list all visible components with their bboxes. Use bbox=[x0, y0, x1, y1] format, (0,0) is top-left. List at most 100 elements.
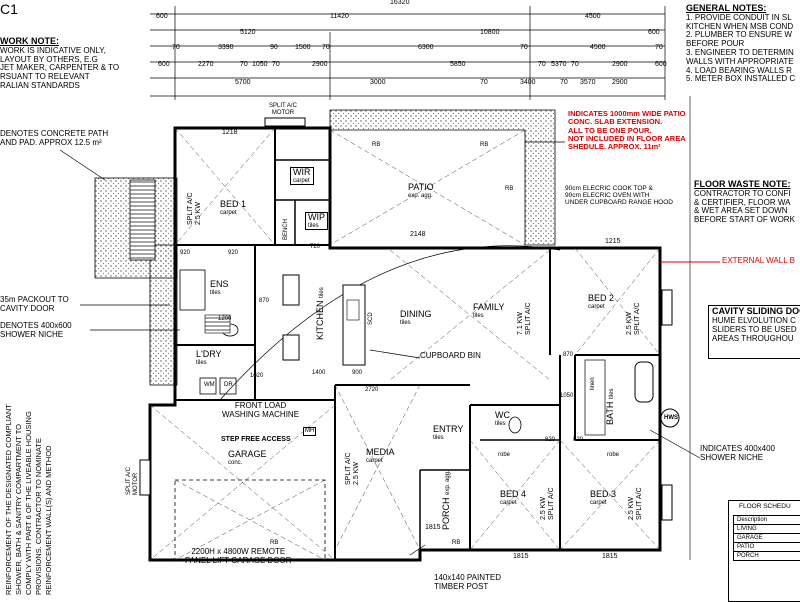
general-note-line: 5. METER BOX INSTALLED C bbox=[686, 75, 795, 84]
dim-misc-4: 870 bbox=[259, 298, 269, 305]
robe-label: robe bbox=[607, 452, 619, 459]
dim-misc-26: 2720 bbox=[365, 387, 378, 394]
dim-misc-5: 1200 bbox=[218, 316, 231, 323]
cavity-line: SLIDERS TO BE USED bbox=[709, 325, 800, 334]
dim-row3-8: 70 bbox=[655, 44, 663, 52]
timber-post-note: 140x140 PAINTED TIMBER POST bbox=[434, 574, 501, 592]
rb-label: RB bbox=[452, 540, 460, 547]
dim-row5-1: 3000 bbox=[370, 79, 386, 87]
floor-waste-note: FLOOR WASTE NOTE: CONTRACTOR TO CONFI & … bbox=[694, 180, 795, 225]
cook-note-line: 90cm ELECRIC COOK TOP & bbox=[565, 185, 673, 192]
external-wall-note: EXTERNAL WALL B bbox=[722, 257, 795, 266]
dim-row4-8: 5370 bbox=[551, 61, 567, 69]
room-porch: PORCH exp. agg. bbox=[442, 470, 452, 530]
dim-misc-19: 1815 bbox=[425, 524, 441, 532]
dim-row3-2: 90 bbox=[270, 44, 278, 52]
dim-row4-3: 1050 bbox=[252, 61, 268, 69]
dim-misc-1: 920 bbox=[180, 250, 190, 257]
niche-right-line: SHOWER NICHE bbox=[700, 454, 775, 463]
room-bath: BATH tiles bbox=[606, 388, 616, 425]
dim-row2-a: 5120 bbox=[240, 29, 256, 37]
floor-waste-line: BEFORE START OF WORK bbox=[694, 216, 795, 225]
door-swing-arc bbox=[220, 246, 560, 400]
dim-row3-6: 70 bbox=[520, 44, 528, 52]
dim-misc-17: 820 bbox=[545, 437, 555, 444]
scd-label: SCD bbox=[368, 312, 375, 325]
entry-steps bbox=[130, 180, 155, 260]
dim-misc-18: 820 bbox=[573, 437, 583, 444]
overall-dimension: 16320 bbox=[390, 0, 409, 7]
cavity-note-box: CAVITY SLIDING DOO HUME ELVOLUTION C SLI… bbox=[708, 305, 800, 359]
dim-row2-b: 10800 bbox=[480, 29, 499, 37]
dim-row3-4: 70 bbox=[322, 44, 330, 52]
general-notes: GENERAL NOTES: 1. PROVIDE CONDUIT IN SL … bbox=[686, 4, 795, 84]
linen-label: linen bbox=[590, 377, 597, 390]
dr-label: DR bbox=[224, 382, 233, 389]
cook-note-line: 90cm ELECRIC OVEN WITH bbox=[565, 192, 673, 199]
dim-row5-2: 70 bbox=[480, 79, 488, 87]
rb-label: RB bbox=[480, 142, 488, 149]
concrete-path-note: DENOTES CONCRETE PATH AND PAD. APPROX 12… bbox=[0, 130, 108, 148]
reinforcement-line: SHOWER, BATH & SANITRY COMPARTMENT TO bbox=[14, 404, 24, 595]
garage-door-line: PANEL LIFT GARAGE DOOR bbox=[185, 557, 292, 566]
cupboard-bin-note: CUPBOARD BIN bbox=[420, 352, 481, 361]
reinforcement-line: COMPLY WITH PART 6 OF THE LIVEABLE HOUSI… bbox=[24, 404, 34, 595]
rb-label: RB bbox=[505, 186, 513, 193]
packout-note: 35m PACKOUT TO CAVITY DOOR bbox=[0, 296, 69, 314]
dim-row4-6: 5850 bbox=[450, 61, 466, 69]
reinforcement-line: REINFORCEMENT WALL(S) AND METHOD bbox=[44, 404, 54, 595]
sheet-id: C1 bbox=[0, 2, 18, 17]
cook-note: 90cm ELECRIC COOK TOP & 90cm ELECRIC OVE… bbox=[565, 185, 673, 206]
schedule-row: PATIO bbox=[734, 543, 800, 552]
work-note-line: RALIAN STANDARDS bbox=[0, 82, 119, 91]
dim-misc-7: 2148 bbox=[410, 231, 426, 239]
dim-misc-6: 720 bbox=[310, 244, 320, 251]
bench-label: BENCH bbox=[283, 219, 290, 240]
washing-note: FRONT LOAD WASHING MACHINE bbox=[222, 402, 299, 420]
dim-row3-1: 3390 bbox=[218, 44, 234, 52]
rb-label: RB bbox=[372, 142, 380, 149]
dim-row5-6: 2900 bbox=[612, 79, 628, 87]
cavity-title: CAVITY SLIDING DOO bbox=[709, 306, 800, 316]
concrete-path-line: AND PAD. APPROX 12.5 m² bbox=[0, 139, 108, 148]
dim-row1-a: 600 bbox=[156, 13, 168, 21]
bath-tub bbox=[635, 362, 653, 402]
reinforcement-note: REINFORCEMENT OF THE DESIGNATED COMPLIAN… bbox=[4, 404, 54, 595]
schedule-row: LIVING bbox=[734, 525, 800, 534]
schedule-row: PORCH bbox=[734, 552, 800, 561]
dim-row3-5: 6300 bbox=[418, 44, 434, 52]
dim-row4-9: 70 bbox=[571, 61, 579, 69]
patio-extension bbox=[330, 110, 555, 245]
dim-row1-b: 11420 bbox=[330, 13, 349, 21]
garage-door-note: 2200H x 4800W REMOTE PANEL LIFT GARAGE D… bbox=[185, 548, 292, 566]
dim-row4-11: 600 bbox=[655, 61, 667, 69]
patio-note-line: SHEDULE. APPROX. 11m² bbox=[568, 143, 686, 151]
timber-post-line: TIMBER POST bbox=[434, 583, 501, 592]
dim-misc-15: 870 bbox=[563, 352, 573, 359]
schedule-row: GARAGE bbox=[734, 534, 800, 543]
reinforcement-line: PROVISIONS. CONTRACTOR TO NOMINATE bbox=[34, 404, 44, 595]
dim-row4-1: 2270 bbox=[198, 61, 214, 69]
wm-label: WM bbox=[204, 382, 215, 389]
dim-misc-2: 920 bbox=[228, 250, 238, 257]
dim-row2-c: 600 bbox=[648, 29, 660, 37]
dim-misc-8: 1215 bbox=[605, 238, 621, 246]
dim-misc-21: 1815 bbox=[602, 553, 618, 561]
